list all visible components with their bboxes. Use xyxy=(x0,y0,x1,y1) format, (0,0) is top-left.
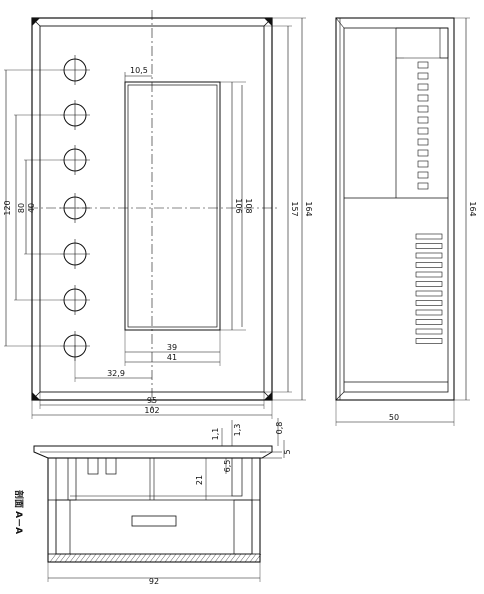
side-outer-frame xyxy=(335,17,455,401)
dim-section-5: 5 xyxy=(283,449,292,454)
vent-slot xyxy=(415,309,443,316)
display-window-outer xyxy=(124,81,221,331)
side-vents-upper xyxy=(417,61,429,190)
vent-slot xyxy=(417,105,429,113)
vent-slot xyxy=(417,116,429,124)
vent-slot xyxy=(417,94,429,102)
vent-slot xyxy=(415,281,443,287)
mounting-hole xyxy=(60,193,90,223)
vent-slot xyxy=(417,149,429,157)
dim-hole-span-outer: 120 xyxy=(3,200,12,215)
vent-slot xyxy=(415,290,443,297)
section-label: 剖面 A－A xyxy=(13,490,25,534)
dim-front-outer-height: 164 xyxy=(304,201,313,216)
mounting-holes xyxy=(60,55,90,361)
vent-slot xyxy=(417,138,429,146)
dim-window-width-outer: 41 xyxy=(167,353,177,362)
side-view xyxy=(335,17,470,426)
vent-slot xyxy=(417,83,429,91)
dim-front-inner-height: 157 xyxy=(290,201,299,216)
vent-slot xyxy=(417,182,429,190)
vent-slot xyxy=(415,252,443,259)
vent-slot xyxy=(415,233,443,240)
display-window-inner xyxy=(127,84,218,328)
dim-hole-span-mid: 80 xyxy=(17,203,26,213)
vent-slot xyxy=(417,160,429,168)
vent-slot xyxy=(415,262,443,268)
dim-side-height: 164 xyxy=(468,201,477,216)
dim-front-inner-width: 95 xyxy=(147,396,157,405)
dim-window-offset-x: 32,9 xyxy=(107,369,125,378)
vent-slot xyxy=(415,300,443,306)
dim-window-offset-top: 10,5 xyxy=(130,66,148,75)
vent-slot xyxy=(417,72,429,80)
dim-section-1-1: 1,1 xyxy=(211,428,220,441)
mounting-hole xyxy=(60,239,90,269)
vent-slot xyxy=(415,319,443,325)
dim-side-depth: 50 xyxy=(389,413,399,422)
vent-slot xyxy=(417,61,429,69)
mounting-hole xyxy=(60,100,90,130)
vent-slot xyxy=(415,243,443,249)
dim-window-width-inner: 39 xyxy=(167,343,177,352)
dim-front-outer-width: 102 xyxy=(144,406,159,415)
dim-section-21: 21 xyxy=(195,475,204,485)
dim-section-0-8: 0,8 xyxy=(275,422,284,435)
dim-window-height-outer: 108 xyxy=(244,198,253,213)
dim-window-height-inner: 106 xyxy=(234,198,243,213)
front-view xyxy=(4,10,306,419)
dim-hole-span-inner: 40 xyxy=(27,203,36,213)
vent-slot xyxy=(415,328,443,335)
dim-section-1-3: 1,3 xyxy=(233,424,242,437)
mounting-hole xyxy=(60,285,90,315)
vent-slot xyxy=(417,127,429,135)
dim-section-6-5: 6,5 xyxy=(223,460,232,473)
vent-slot xyxy=(417,171,429,179)
mounting-hole xyxy=(60,145,90,175)
vent-slot xyxy=(415,271,443,278)
mounting-hole xyxy=(60,55,90,85)
side-vents-lower xyxy=(415,233,443,344)
dim-section-width: 92 xyxy=(149,577,159,586)
section-hatch xyxy=(49,553,262,563)
vent-slot xyxy=(415,338,443,344)
section-view xyxy=(33,418,285,582)
